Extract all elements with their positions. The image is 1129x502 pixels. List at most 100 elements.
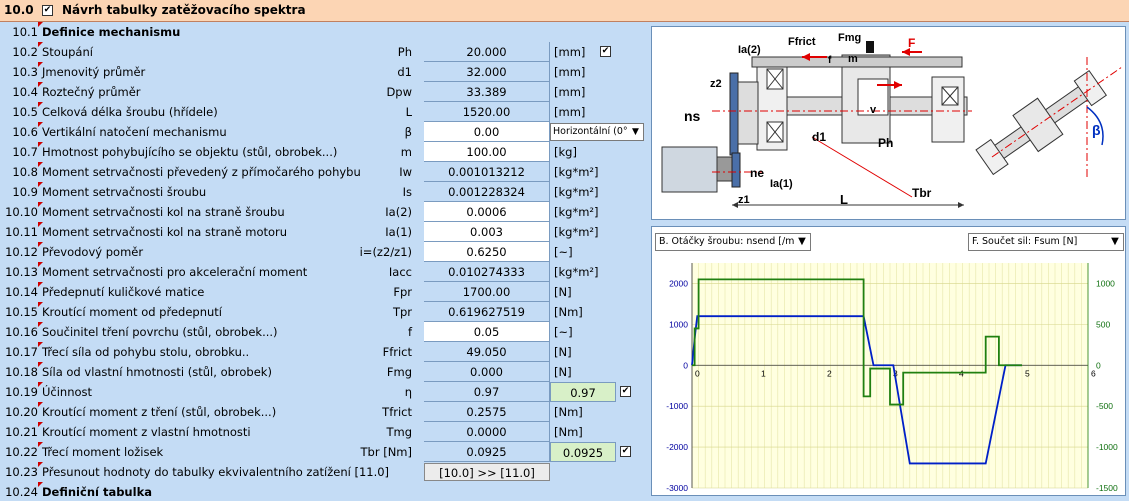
value-cell: 49.050 [424, 342, 550, 362]
row-label: Stoupání [42, 45, 93, 59]
row-label: Moment setrvačnosti převedený z přímočar… [42, 165, 361, 179]
row-number: 10.3 [12, 65, 38, 79]
row-symbol: m [400, 145, 412, 159]
row-symbol: Iacc [388, 265, 412, 279]
section-checkbox[interactable]: ✔ [42, 5, 53, 16]
row-unit: [N] [554, 345, 572, 359]
row-label: Kroutící moment z tření (stůl, obrobek..… [42, 405, 277, 419]
y-left-tick-label: 2000 [669, 278, 688, 288]
y-left-tick-label: -2000 [666, 442, 688, 452]
value-cell: 20.000 [424, 42, 550, 62]
value-input[interactable]: 100.00 [424, 142, 550, 162]
label-ia1: Ia(1) [770, 178, 793, 190]
y-left-tick-label: 0 [683, 360, 688, 370]
row-label: Jmenovitý průměr [42, 65, 146, 79]
y-right-tick-label: -1000 [1096, 442, 1118, 452]
label-v: v [870, 104, 877, 116]
label-m: m [848, 53, 858, 65]
section-title: Návrh tabulky zatěžovacího spektra [62, 3, 306, 17]
mechanism-diagram-svg: Ia(2) Ffrict Fmg F m f z2 ns v d1 Ph ne … [661, 32, 1123, 208]
x-tick-label: 2 [827, 368, 832, 378]
comment-marker [38, 122, 43, 127]
row-label: Kroutící moment z vlastní hmotnosti [42, 425, 251, 439]
override-checkbox[interactable]: ✔ [620, 386, 631, 397]
label-d1: d1 [812, 130, 826, 144]
row-number: 10.17 [5, 345, 38, 359]
row-label: Součinitel tření povrchu (stůl, obrobek.… [42, 325, 278, 339]
value-input[interactable]: 0.0006 [424, 202, 550, 222]
comment-marker [38, 442, 43, 447]
comment-marker [38, 22, 43, 27]
row-label: Třecí síla od pohybu stolu, obrobku.. [42, 345, 250, 359]
comment-marker [38, 62, 43, 67]
y-left-tick-label: -1000 [666, 401, 688, 411]
row-number: 10.21 [5, 425, 38, 439]
chart-right-select[interactable]: F. Součet sil: Fsum [N] ▼ [968, 233, 1124, 251]
comment-marker [38, 422, 43, 427]
row-label: Moment setrvačnosti pro akcelerační mome… [42, 265, 308, 279]
value-cell: 32.000 [424, 62, 550, 82]
comment-marker [38, 202, 43, 207]
orientation-select[interactable]: Horizontální (0°▼ [550, 123, 644, 141]
chevron-down-icon: ▼ [798, 236, 806, 247]
row-number: 10.5 [12, 105, 38, 119]
row-label: Síla od vlastní hmotnosti (stůl, obrobek… [42, 365, 272, 379]
row-number: 10.15 [5, 305, 38, 319]
row-checkbox[interactable]: ✔ [600, 46, 611, 57]
row-symbol: η [404, 385, 412, 399]
orientation-select-value: Horizontální (0° [553, 126, 628, 137]
row-label: Přesunout hodnoty do tabulky ekvivalentn… [42, 465, 390, 479]
row-unit: [mm] [554, 105, 586, 119]
row-unit: [kg*m²] [554, 185, 599, 199]
row-number: 10.6 [12, 125, 38, 139]
comment-marker [38, 342, 43, 347]
y-right-tick-label: 500 [1096, 319, 1110, 329]
row-symbol: Ia(2) [385, 205, 412, 219]
value-input[interactable]: 0.05 [424, 322, 550, 342]
transfer-button[interactable]: [10.0] >> [11.0] [424, 463, 550, 481]
row-unit: [kg*m²] [554, 205, 599, 219]
row-symbol: i=(z2/z1) [359, 245, 412, 259]
value-cell: 0.97 [424, 382, 550, 402]
row-symbol: Tmg [386, 425, 412, 439]
row-number: 10.10 [5, 205, 38, 219]
y-left-tick-label: -3000 [666, 483, 688, 493]
comment-marker [38, 382, 43, 387]
row-unit: [kg*m²] [554, 165, 599, 179]
label-f: F [908, 36, 915, 50]
row-number: 10.4 [12, 85, 38, 99]
override-value-input[interactable]: 0.97 [550, 382, 616, 402]
value-input[interactable]: 0.003 [424, 222, 550, 242]
chart-left-select[interactable]: B. Otáčky šroubu: nsend [/m ▼ [655, 233, 811, 251]
comment-marker [38, 42, 43, 47]
row-number: 10.16 [5, 325, 38, 339]
override-checkbox[interactable]: ✔ [620, 446, 631, 457]
row-symbol: β [404, 125, 412, 139]
label-ns: ns [684, 108, 701, 124]
row-label: Definiční tabulka [42, 485, 152, 499]
row-label: Definice mechanismu [42, 25, 181, 39]
comment-marker [38, 262, 43, 267]
override-value-input[interactable]: 0.0925 [550, 442, 616, 462]
row-label: Kroutící moment od předepnutí [42, 305, 222, 319]
row-label: Moment setrvačnosti kol na straně šroubu [42, 205, 285, 219]
row-symbol: Is [402, 185, 412, 199]
comment-marker [38, 302, 43, 307]
value-input[interactable]: 0.6250 [424, 242, 550, 262]
value-cell: 1700.00 [424, 282, 550, 302]
comment-marker [38, 242, 43, 247]
row-number: 10.13 [5, 265, 38, 279]
chart-right-select-value: F. Součet sil: Fsum [N] [972, 236, 1078, 247]
value-cell: 0.0925 [424, 442, 550, 462]
value-input[interactable]: 0.00 [424, 122, 550, 142]
row-unit: [~] [554, 325, 573, 339]
